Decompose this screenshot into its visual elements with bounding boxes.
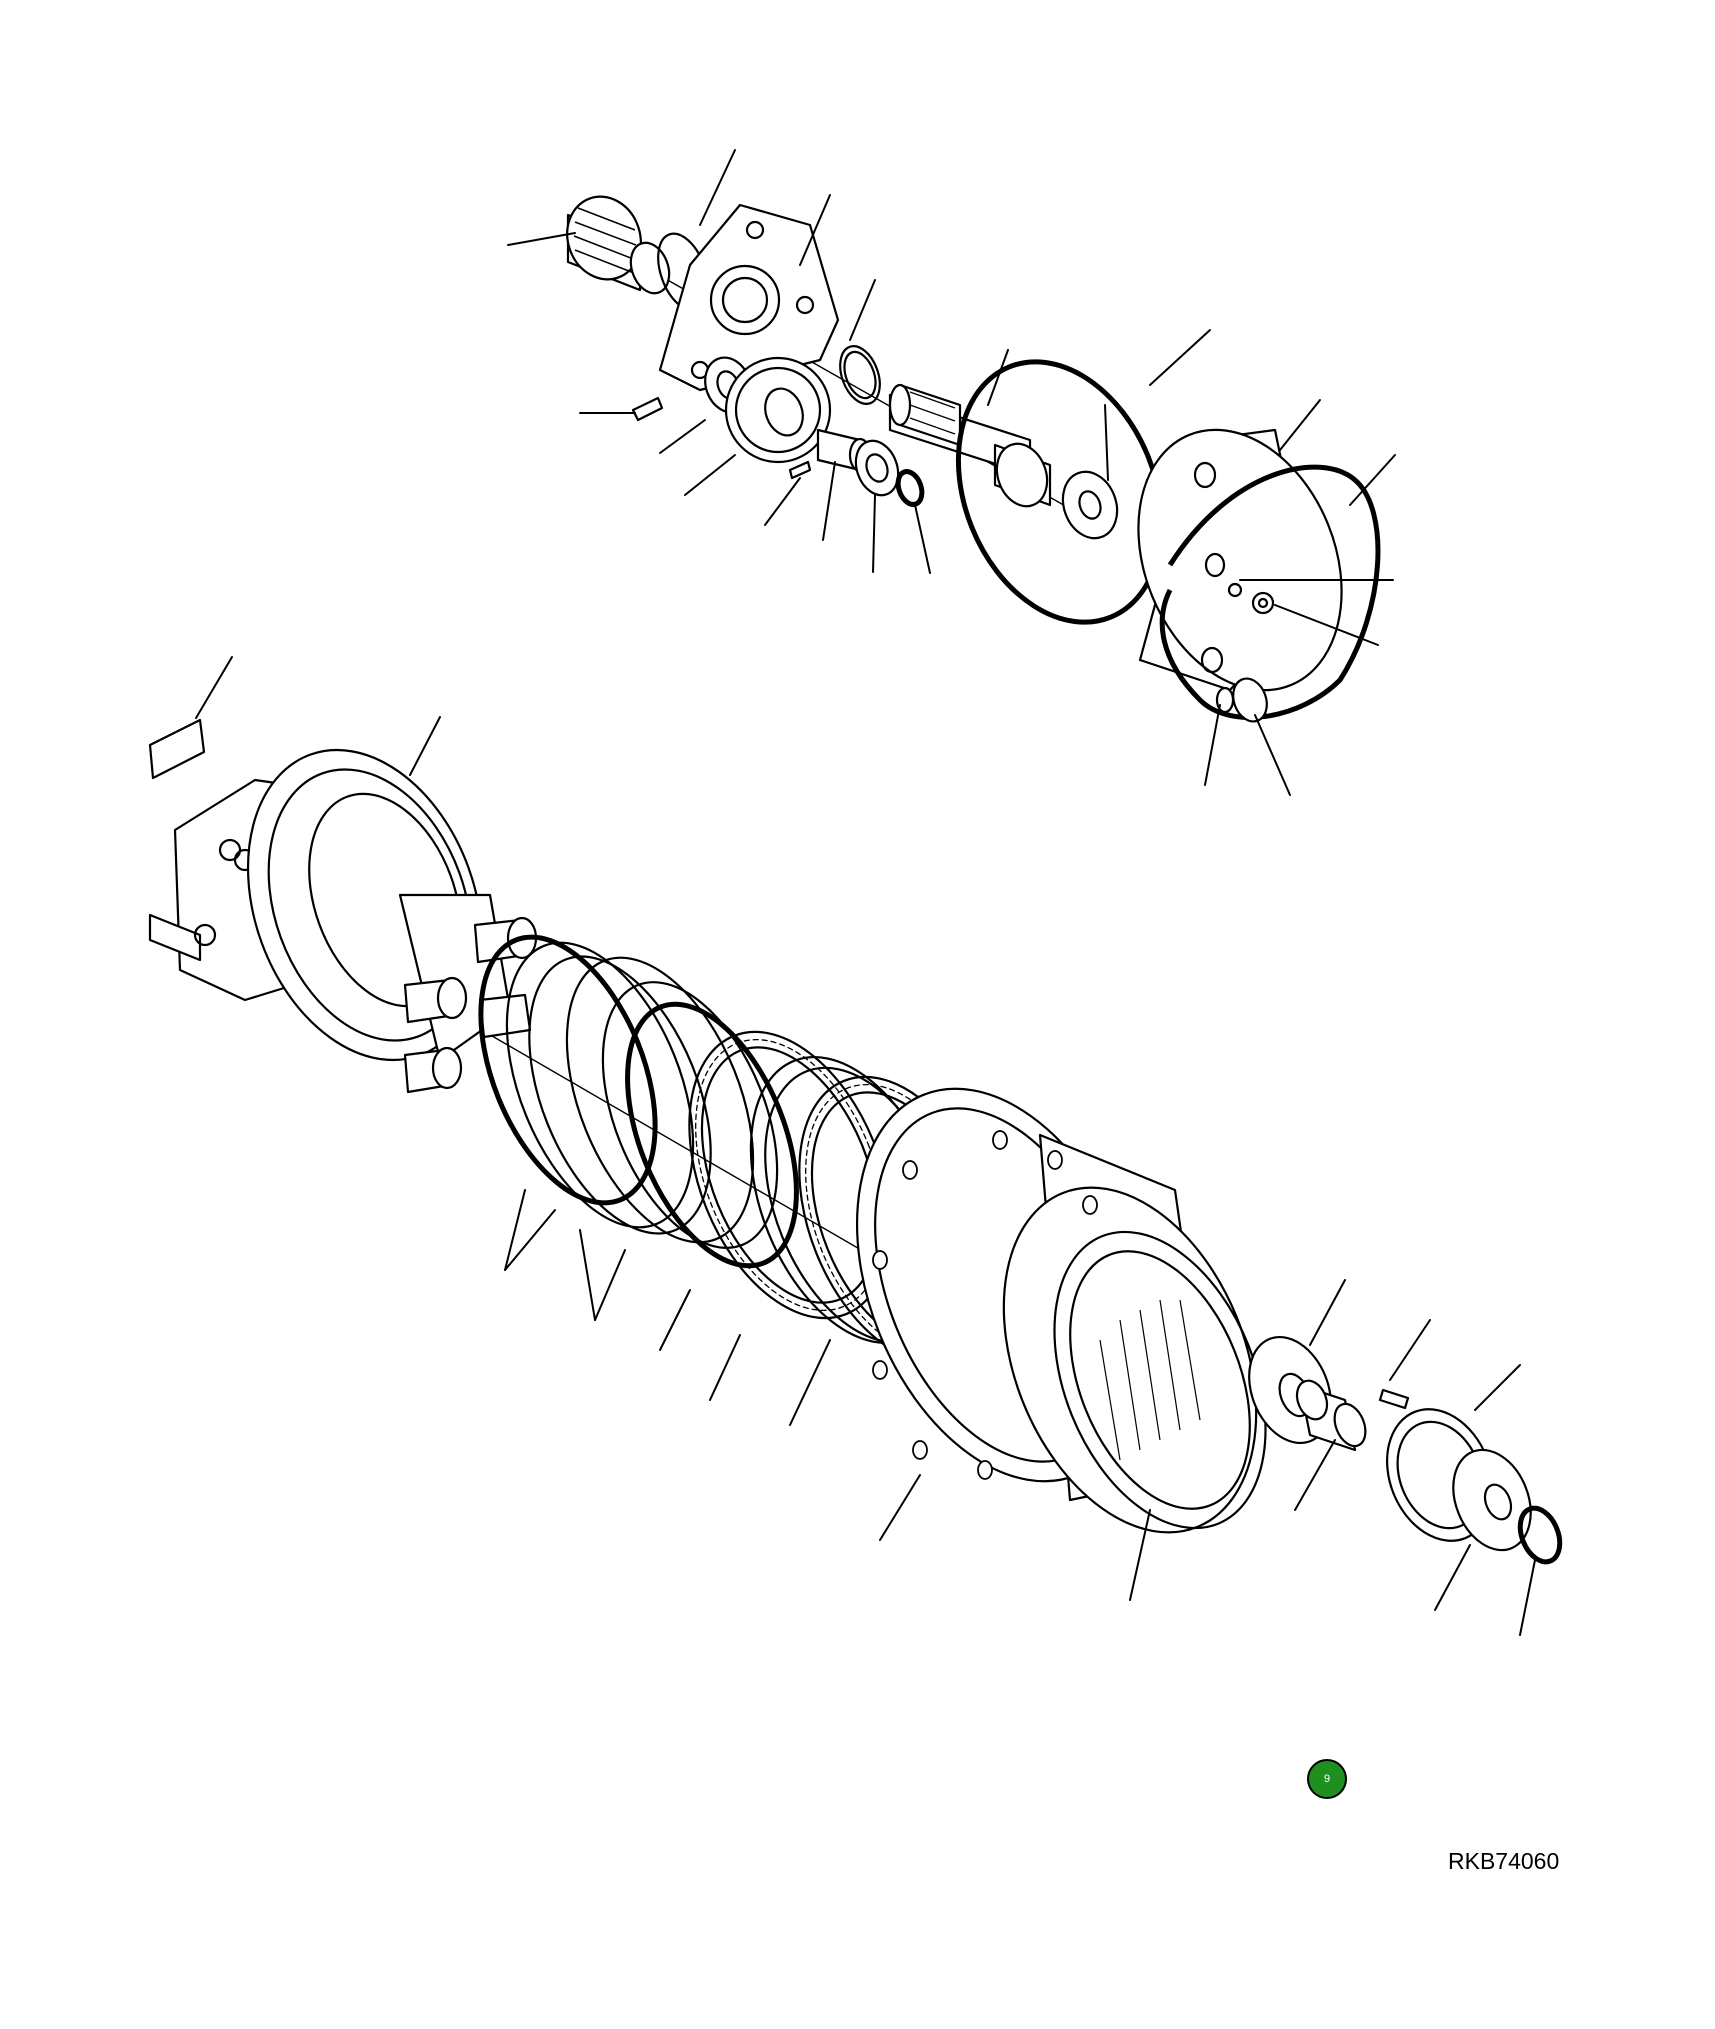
ring-gear (1053, 1230, 1267, 1530)
retaining-ring-cover (1159, 464, 1381, 720)
lower-leader-lines (504, 1189, 1536, 1636)
input-spline-shaft (566, 195, 671, 295)
pin (631, 396, 664, 422)
plug (1227, 582, 1243, 598)
carrier-plate (658, 203, 840, 392)
bushing (1295, 1379, 1367, 1452)
planet-gear-upper (724, 356, 832, 464)
washer-lower (1452, 1448, 1532, 1552)
snap-ring-upper (839, 345, 881, 405)
reference-code-label: RKB74060 (1448, 1848, 1560, 1874)
snap-ring-small (895, 469, 925, 507)
cover (1137, 428, 1343, 692)
snap-ring-lower (1517, 1505, 1563, 1565)
motor-housing (148, 716, 538, 1094)
upper-leader-lines (507, 149, 1396, 796)
seal-rings (478, 934, 712, 1235)
decal-label (148, 656, 233, 780)
pin-lower (1378, 1388, 1410, 1410)
o-ring-large (955, 359, 1165, 625)
page-number-badge: 9 (1307, 1759, 1347, 1799)
hub-drum (855, 1087, 1258, 1534)
bolt-washer (1251, 591, 1275, 615)
floating-seal (565, 956, 799, 1269)
